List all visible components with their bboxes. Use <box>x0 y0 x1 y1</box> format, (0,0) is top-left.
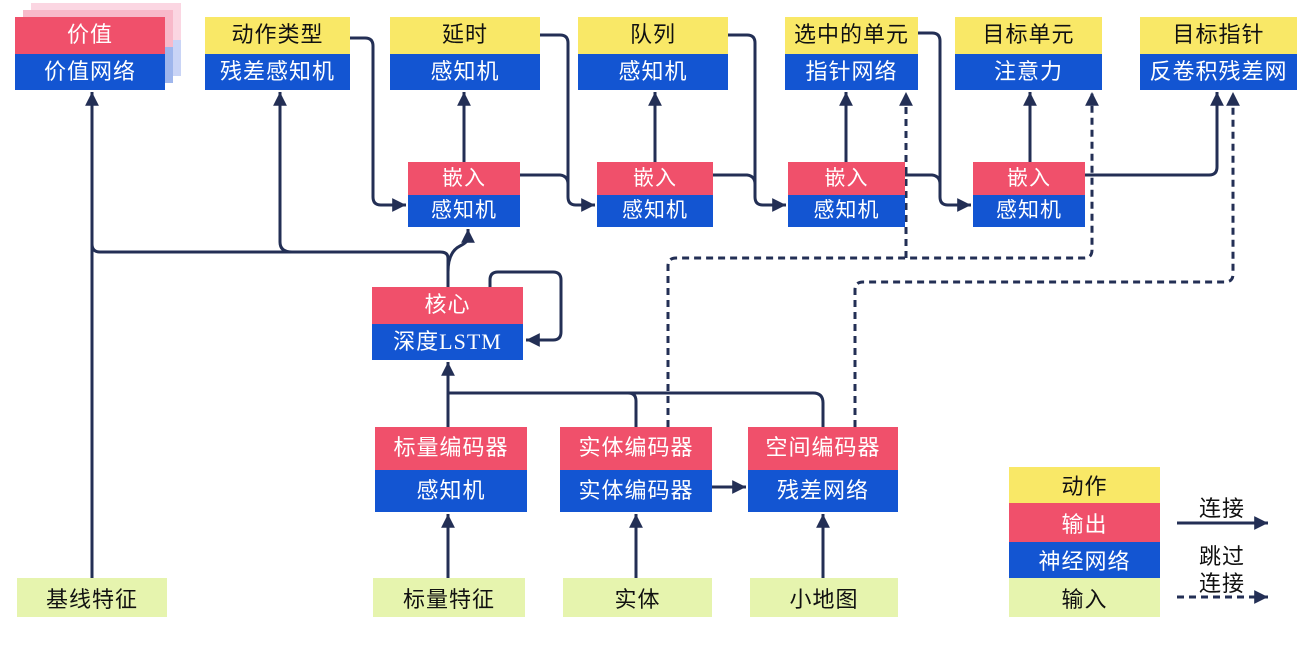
skip-spatialenc-to-targetpointer <box>853 92 1240 427</box>
spatial-encoder-network: 残差网络 <box>748 469 898 512</box>
embed-4-network: 感知机 <box>973 194 1085 227</box>
edge-entityenc-hook <box>616 391 638 427</box>
node-scalar-encoder: 标量编码器 感知机 <box>375 427 527 512</box>
edge-embed1-to-embed2 <box>520 173 595 212</box>
entity-encoder-network: 实体编码器 <box>560 469 712 512</box>
node-queue: 队列 感知机 <box>578 17 728 90</box>
legend-skip-label-1: 跳过 <box>1198 544 1245 569</box>
node-value: 价值 价值网络 <box>15 3 181 90</box>
node-entities: 实体 <box>563 578 712 617</box>
embed-1-network: 感知机 <box>408 194 520 227</box>
node-core: 核心 深度LSTM <box>372 287 523 360</box>
core-network: 深度LSTM <box>372 323 523 360</box>
edge-encoder-trunk <box>448 391 825 427</box>
skip-entityenc-to-targetunit <box>666 92 1099 427</box>
edge-queue-down <box>728 33 757 186</box>
edge-core-trunk-left <box>90 243 450 287</box>
embed-1-label: 嵌入 <box>408 162 520 195</box>
delay-network: 感知机 <box>390 53 540 90</box>
entity-encoder-label: 实体编码器 <box>560 427 712 470</box>
node-delay: 延时 感知机 <box>390 17 540 90</box>
node-entity-encoder: 实体编码器 实体编码器 <box>560 427 712 512</box>
node-target-pointer: 目标指针 反卷积残差网 <box>1140 17 1297 90</box>
legend-connection-label: 连接 <box>1198 496 1245 521</box>
legend-network: 神经网络 <box>1009 542 1160 578</box>
edge-embed4-to-targetpointer <box>1085 92 1224 177</box>
embed-2-network: 感知机 <box>597 194 713 227</box>
core-label: 核心 <box>372 287 523 324</box>
target-unit-label: 目标单元 <box>955 17 1102 54</box>
edge-delay-down <box>540 33 570 186</box>
embed-3-label: 嵌入 <box>788 162 905 195</box>
edge-trunk-to-action-type <box>273 92 293 254</box>
action-type-label: 动作类型 <box>205 17 350 54</box>
node-minimap: 小地图 <box>750 578 898 617</box>
selected-units-network: 指针网络 <box>785 53 918 90</box>
embed-4-label: 嵌入 <box>973 162 1085 195</box>
edge-core-to-embed1 <box>446 229 475 273</box>
spatial-encoder-label: 空间编码器 <box>748 427 898 470</box>
value-output-label: 价值 <box>15 17 165 54</box>
node-embed-3: 嵌入 感知机 <box>788 162 905 227</box>
node-spatial-encoder: 空间编码器 残差网络 <box>748 427 898 512</box>
action-type-network: 残差感知机 <box>205 53 350 90</box>
target-pointer-label: 目标指针 <box>1140 17 1297 54</box>
node-embed-4: 嵌入 感知机 <box>973 162 1085 227</box>
delay-label: 延时 <box>390 17 540 54</box>
target-unit-network: 注意力 <box>955 53 1102 90</box>
node-action-type: 动作类型 残差感知机 <box>205 17 350 90</box>
queue-network: 感知机 <box>578 53 728 90</box>
embed-3-network: 感知机 <box>788 194 905 227</box>
node-scalar-features: 标量特征 <box>373 578 525 617</box>
node-baseline-features: 基线特征 <box>17 578 167 617</box>
legend-skip-label-2: 连接 <box>1198 571 1245 596</box>
scalar-encoder-label: 标量编码器 <box>375 427 527 470</box>
edge-embed2-to-embed3 <box>713 173 786 212</box>
legend-action: 动作 <box>1009 467 1160 503</box>
legend-output: 输出 <box>1009 503 1160 542</box>
node-selected-units: 选中的单元 指针网络 <box>785 17 918 90</box>
legend-input: 输入 <box>1009 578 1160 617</box>
target-pointer-network: 反卷积残差网 <box>1140 53 1297 90</box>
scalar-encoder-network: 感知机 <box>375 469 527 512</box>
node-target-unit: 目标单元 注意力 <box>955 17 1102 90</box>
node-embed-1: 嵌入 感知机 <box>408 162 520 227</box>
edge-selectedunits-down <box>918 31 942 186</box>
selected-units-label: 选中的单元 <box>785 17 918 54</box>
value-network-label: 价值网络 <box>15 53 165 90</box>
edge-embed3-to-embed4 <box>905 173 971 212</box>
queue-label: 队列 <box>578 17 728 54</box>
embed-2-label: 嵌入 <box>597 162 713 195</box>
node-embed-2: 嵌入 感知机 <box>597 162 713 227</box>
